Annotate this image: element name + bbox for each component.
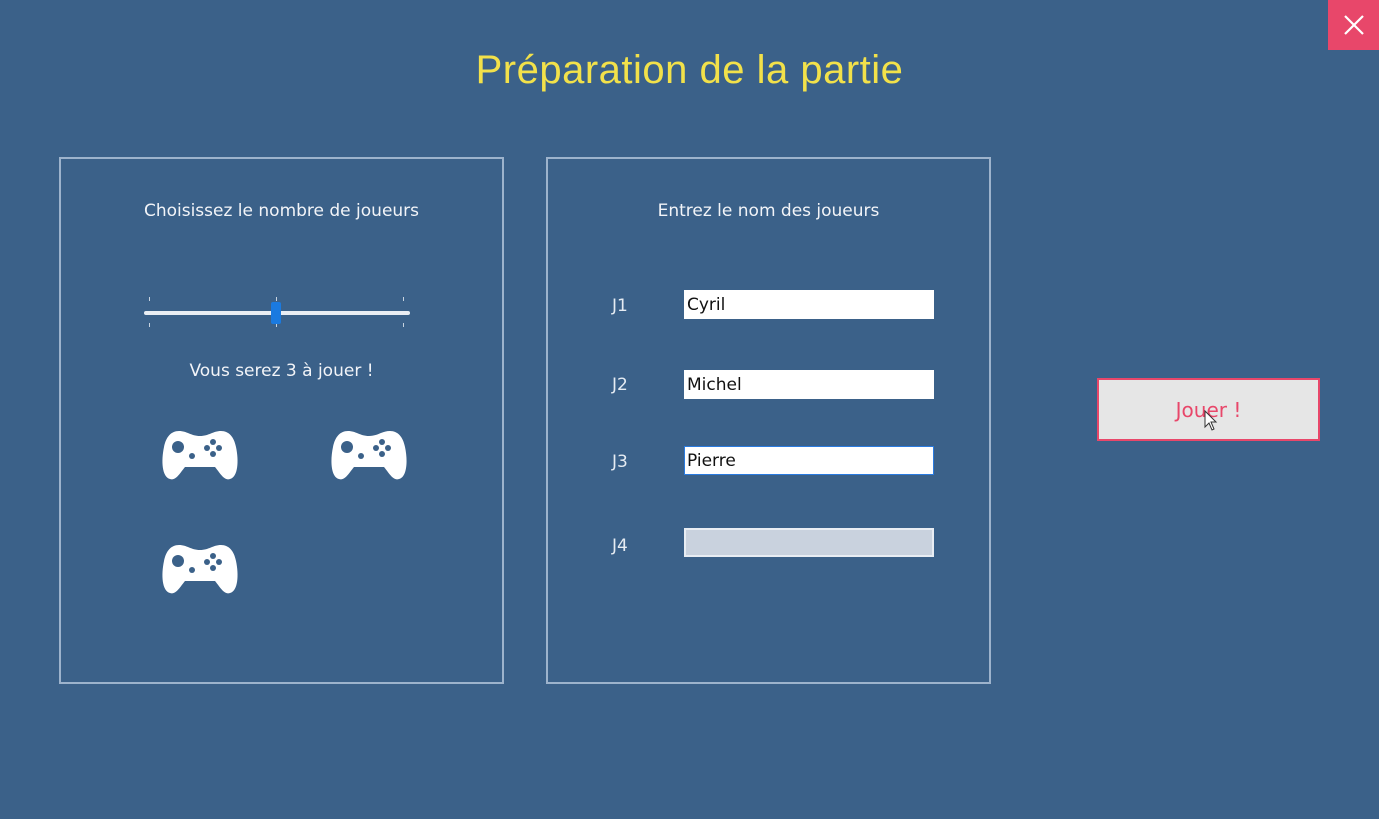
slider-tick (149, 323, 150, 327)
page-title: Préparation de la partie (475, 48, 904, 92)
player-label-j2: J2 (612, 375, 628, 395)
slider-tick (403, 323, 404, 327)
player-count-slider[interactable] (144, 293, 410, 329)
player-names-panel: Entrez le nom des joueurs J1 J2 J3 J4 (546, 157, 991, 684)
slider-tick (276, 323, 277, 327)
player-label-j1: J1 (612, 296, 628, 316)
player-name-input-j2[interactable] (684, 370, 934, 399)
slider-thumb[interactable] (271, 302, 281, 324)
gamepad-icon (330, 427, 408, 483)
close-button[interactable] (1328, 0, 1379, 50)
mouse-cursor-icon (1204, 410, 1218, 431)
gamepad-icon (161, 427, 239, 483)
player-name-input-j4[interactable] (684, 528, 934, 557)
player-label-j3: J3 (612, 452, 628, 472)
player-count-panel: Choisissez le nombre de joueurs Vous ser… (59, 157, 504, 684)
gamepad-icon (161, 541, 239, 597)
close-x-icon (1343, 15, 1364, 35)
slider-tick (276, 297, 277, 301)
player-label-j4: J4 (612, 536, 628, 556)
slider-tick (403, 297, 404, 301)
player-name-input-j3[interactable] (684, 446, 934, 475)
player-names-heading: Entrez le nom des joueurs (657, 201, 880, 221)
slider-tick (149, 297, 150, 301)
player-name-input-j1[interactable] (684, 290, 934, 319)
player-count-heading: Choisissez le nombre de joueurs (143, 201, 420, 221)
play-button[interactable]: Jouer ! (1097, 378, 1320, 441)
player-count-text: Vous serez 3 à jouer ! (189, 361, 374, 381)
